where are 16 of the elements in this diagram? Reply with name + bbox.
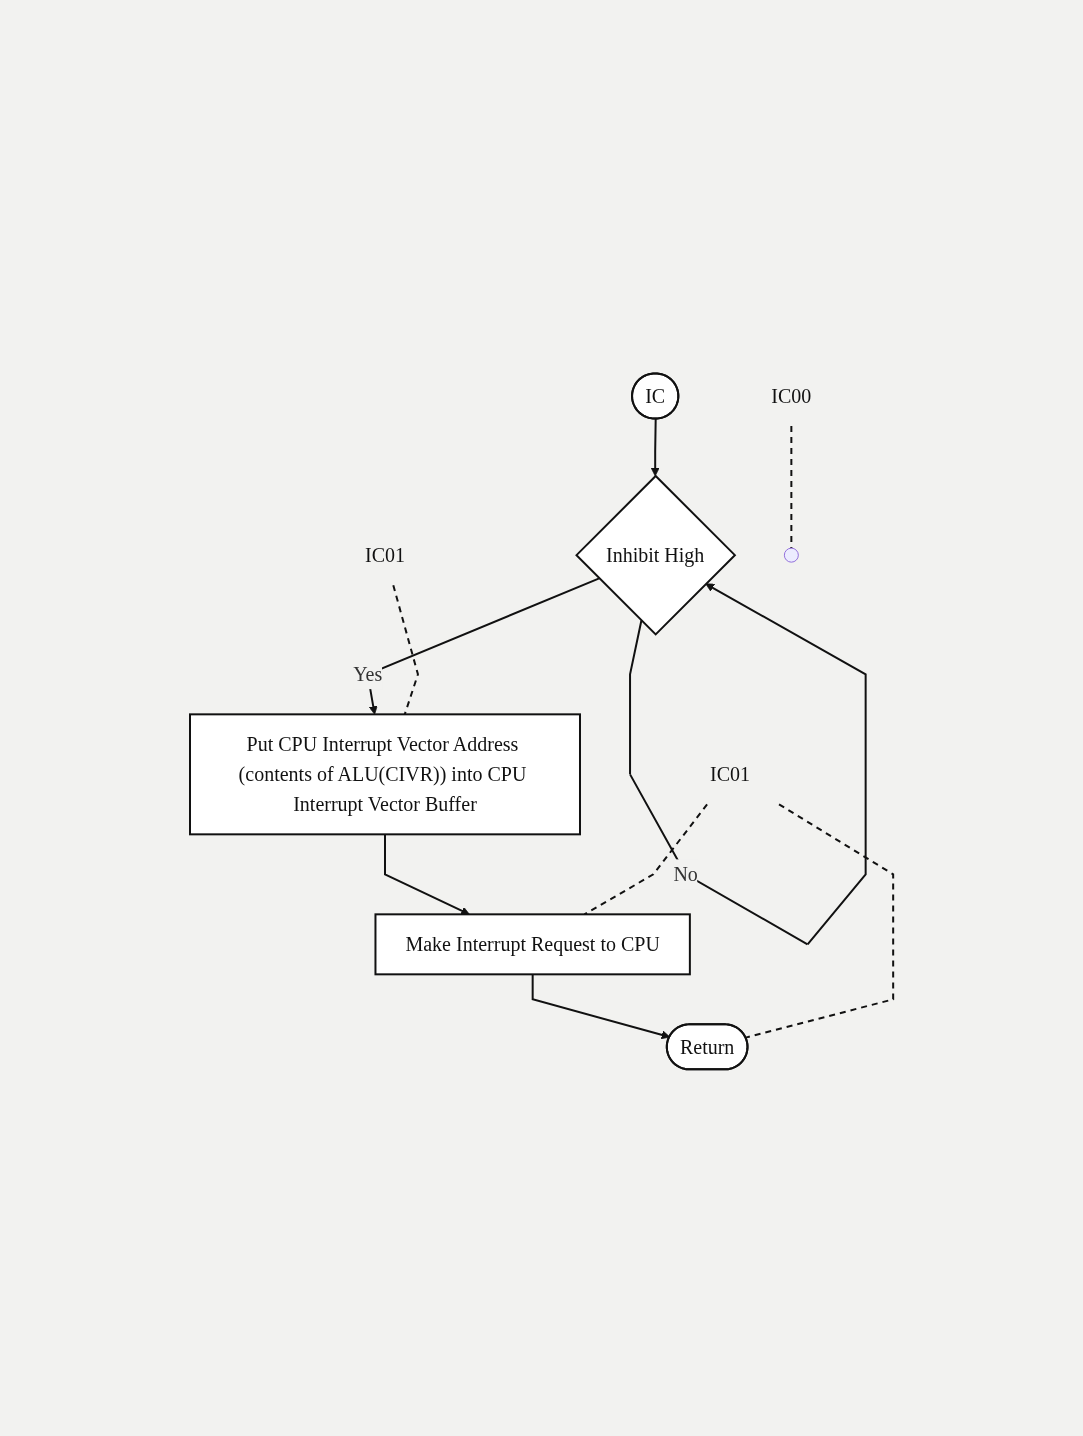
edge-label: Yes	[353, 663, 383, 686]
connector	[744, 803, 895, 1039]
edge-label: No	[673, 863, 698, 886]
node-text: IC01	[710, 763, 750, 786]
arrow	[628, 583, 867, 946]
node-diamond: Inhibit High	[575, 474, 737, 637]
node-text: IC01	[364, 544, 405, 567]
connector	[583, 803, 708, 916]
arrow	[650, 418, 660, 477]
arrow	[531, 973, 671, 1040]
node-box: Make Interrupt Request to CPU	[374, 913, 691, 976]
node-text: IC00	[771, 385, 812, 408]
connector	[392, 584, 419, 716]
node-box: Put CPU Interrupt Vector Address (contents of ALU(CIVR)) into CPU Interrupt Vector Buffer	[188, 713, 581, 836]
arrow	[383, 833, 470, 916]
connector	[790, 425, 793, 550]
